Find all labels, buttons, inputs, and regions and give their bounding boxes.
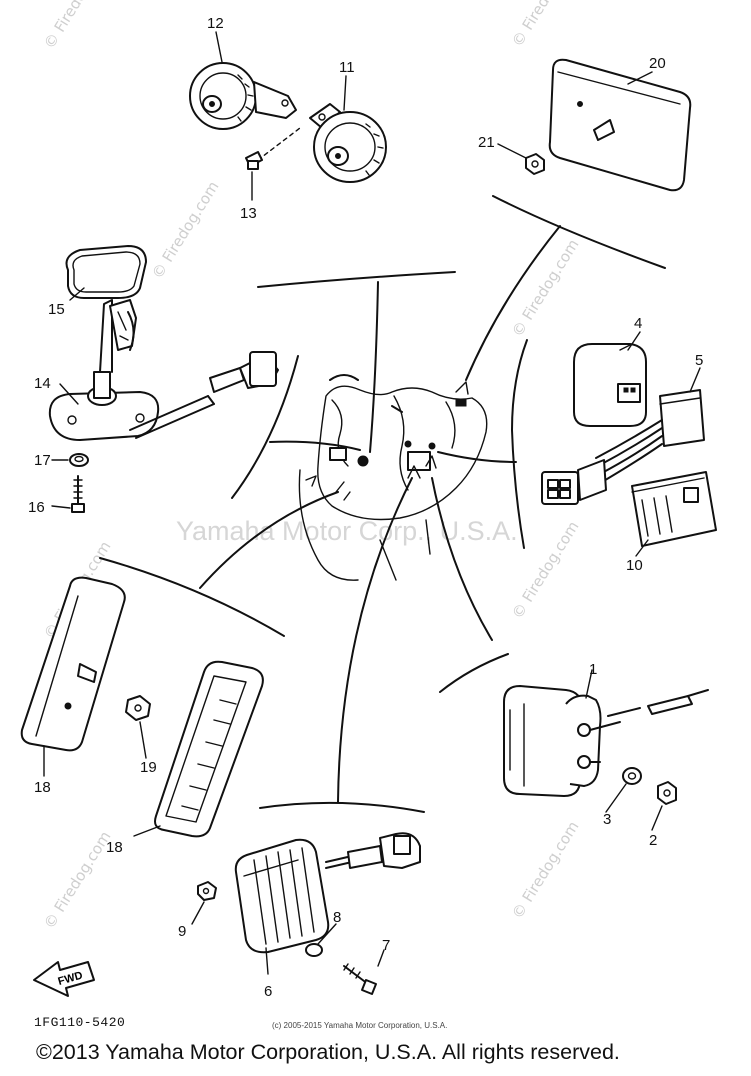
callout-5: 5 — [695, 352, 703, 369]
callout-19: 19 — [140, 759, 157, 776]
callout-4: 4 — [634, 315, 642, 332]
callout-15: 15 — [48, 301, 65, 318]
reflector-18-right — [154, 660, 264, 838]
screw-13 — [245, 127, 301, 170]
watermark: © Firedog.com — [148, 178, 222, 282]
washer-3 — [622, 767, 642, 785]
callout-6: 6 — [264, 983, 272, 1000]
washer-8 — [305, 943, 323, 957]
horn-12 — [189, 62, 297, 130]
rectifier-1 — [503, 685, 709, 797]
fwd-arrow-icon: FWD — [33, 961, 95, 997]
washer-17 — [69, 453, 89, 467]
callout-10: 10 — [626, 557, 643, 574]
frame-sketch — [298, 374, 488, 581]
callout-1: 1 — [589, 661, 597, 678]
reflector-18-left — [20, 576, 126, 752]
relay-10 — [631, 471, 717, 547]
watermark: © Firedog.com — [508, 518, 582, 622]
diagram-code: 1FG110-5420 — [34, 1015, 126, 1030]
screw-16 — [71, 475, 85, 513]
callout-8: 8 — [333, 909, 341, 926]
watermark: © Firedog.com — [40, 828, 114, 932]
nut-9 — [197, 881, 217, 901]
callout-3: 3 — [603, 811, 611, 828]
callout-leaders — [43, 31, 701, 975]
relay-20 — [548, 58, 692, 192]
callout-20: 20 — [649, 55, 666, 72]
callout-11: 11 — [339, 59, 355, 76]
bolt-7 — [343, 963, 377, 995]
callout-13: 13 — [240, 205, 257, 222]
nut-21 — [497, 143, 545, 175]
watermark: © Firedog.com — [40, 0, 114, 52]
sender-14 — [48, 299, 279, 441]
callout-2: 2 — [649, 832, 657, 849]
gasket-15 — [65, 245, 147, 299]
callout-18-left: 18 — [34, 779, 51, 796]
callout-21: 21 — [478, 134, 495, 151]
watermark: © Firedog.com — [508, 236, 582, 340]
watermark: © Firedog.com — [508, 818, 582, 922]
watermark-layer: © Firedog.com © Firedog.com © Firedog.co… — [40, 0, 582, 932]
callout-16: 16 — [28, 499, 45, 516]
callout-14: 14 — [34, 375, 51, 392]
horn-11 — [309, 103, 387, 183]
callout-17: 17 — [34, 452, 51, 469]
nut-2 — [657, 781, 677, 805]
callout-12: 12 — [207, 15, 224, 32]
callout-labels: 12 11 13 20 21 15 14 17 16 4 5 10 1 3 2 … — [28, 15, 703, 1000]
center-watermark: Yamaha Motor Corp., U.S.A. — [176, 516, 518, 546]
callout-18-right: 18 — [106, 839, 123, 856]
leader-lines — [99, 195, 666, 813]
callout-7: 7 — [382, 937, 390, 954]
harness-5 — [541, 389, 705, 505]
nut-19 — [125, 695, 151, 721]
small-copyright: (c) 2005-2015 Yamaha Motor Corporation, … — [272, 1021, 448, 1030]
regulator-6 — [234, 832, 421, 954]
relay-4 — [573, 343, 647, 427]
callout-9: 9 — [178, 923, 186, 940]
footer-copyright: ©2013 Yamaha Motor Corporation, U.S.A. A… — [36, 1040, 620, 1064]
watermark: © Firedog.com — [508, 0, 582, 50]
